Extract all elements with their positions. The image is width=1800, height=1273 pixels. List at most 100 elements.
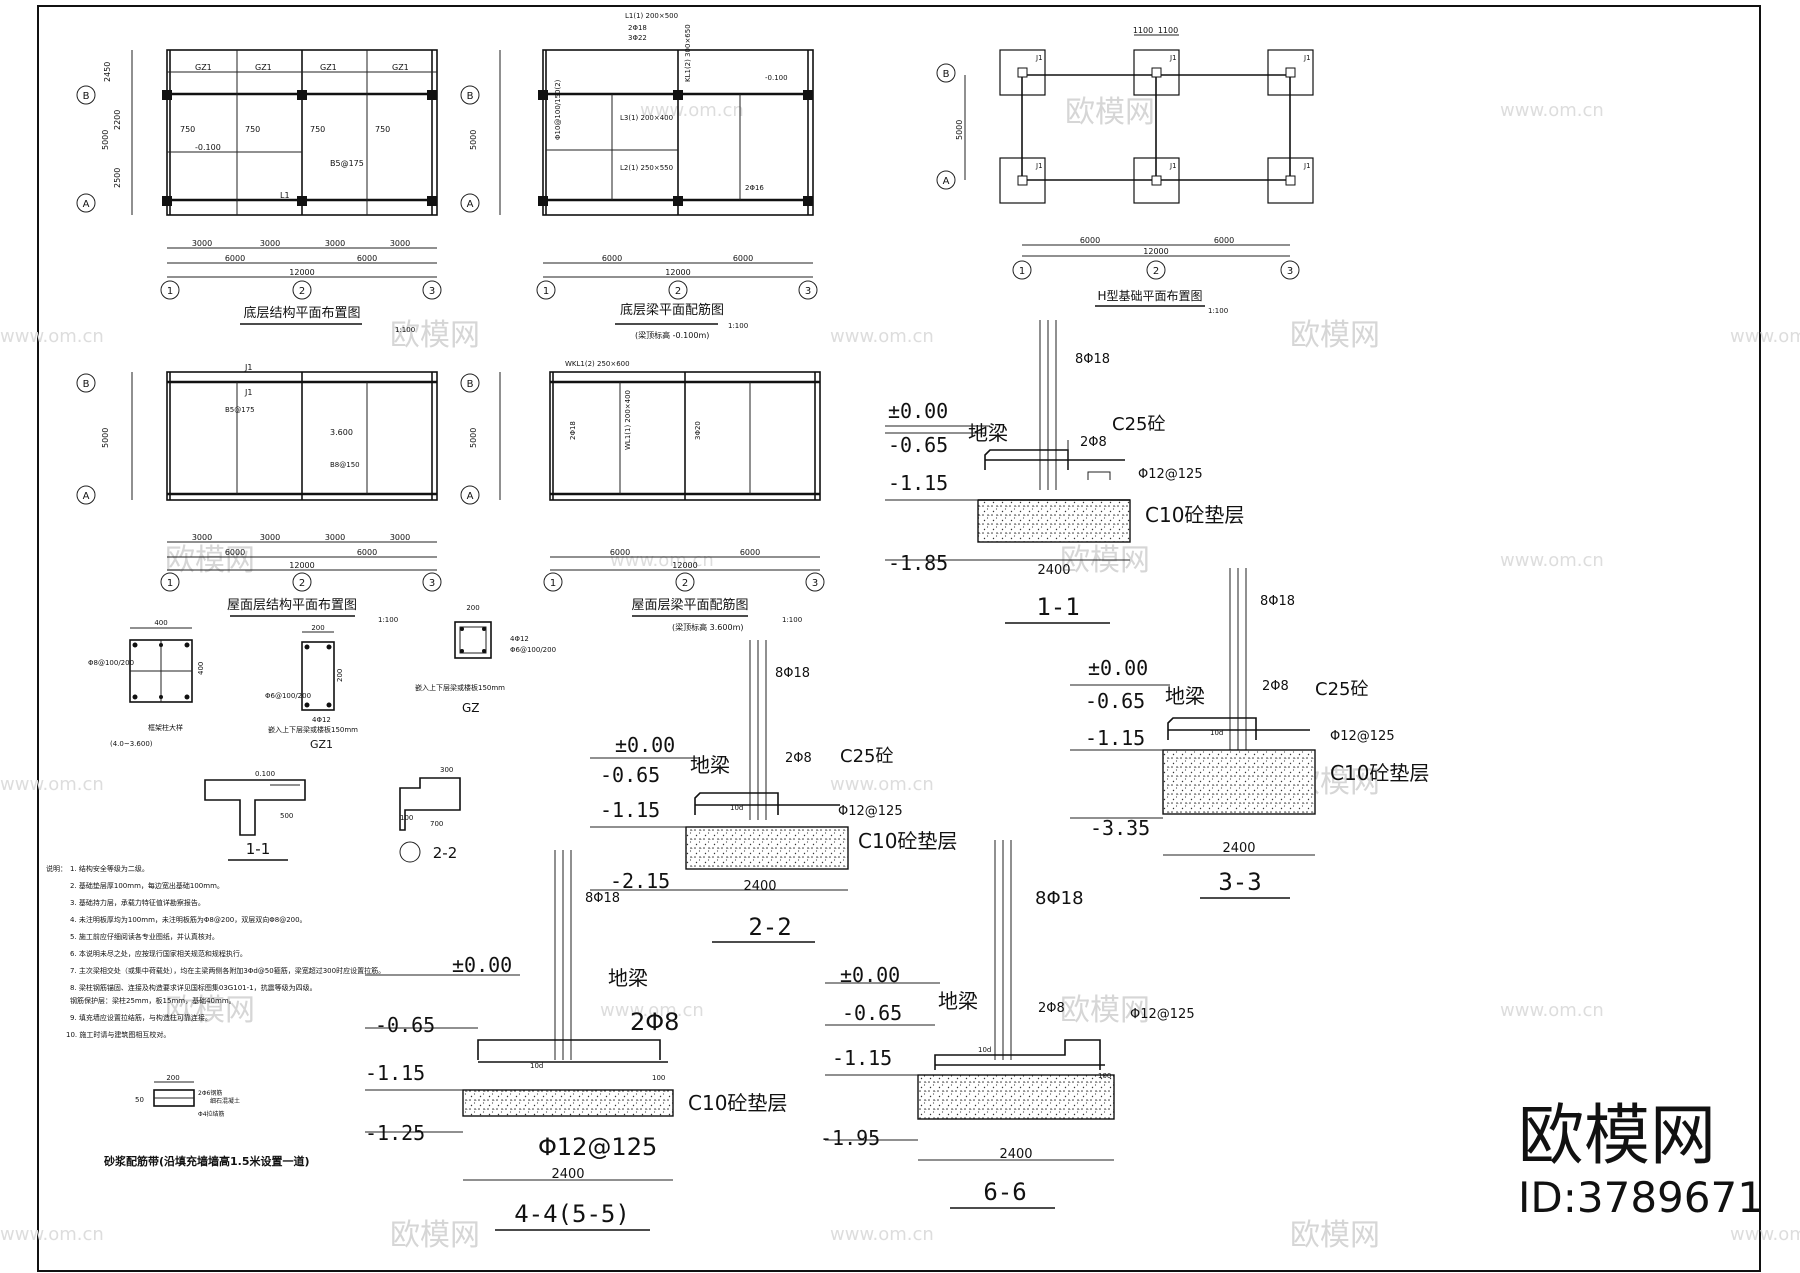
svg-text:6. 本说明未尽之处，应按现行国家相关规范和规程执行。: 6. 本说明未尽之处，应按现行国家相关规范和规程执行。	[70, 949, 247, 958]
svg-text:3000: 3000	[390, 533, 410, 542]
svg-text:J1: J1	[244, 388, 252, 397]
svg-text:3000: 3000	[192, 533, 212, 542]
svg-text:300: 300	[440, 766, 453, 774]
brand-block: 欧模网 ID:3789671	[1518, 1097, 1764, 1222]
svg-text:地梁: 地梁	[690, 753, 730, 777]
svg-text:B8@150: B8@150	[330, 461, 360, 469]
svg-text:C10砼垫层: C10砼垫层	[1145, 503, 1244, 527]
watermark-brand: 欧模网	[1060, 993, 1150, 1028]
svg-text:6000: 6000	[357, 548, 377, 557]
watermark-site: www.om.cn	[1500, 1000, 1604, 1021]
svg-text:-0.100: -0.100	[195, 143, 221, 152]
svg-text:1: 1	[167, 286, 173, 297]
svg-text:Φ10@100/150(2): Φ10@100/150(2)	[554, 79, 562, 140]
watermark-site: www.om.cn	[830, 326, 934, 347]
grid-bubble	[543, 572, 563, 592]
svg-text:GZ: GZ	[462, 701, 480, 715]
grid-bubble	[160, 572, 180, 592]
plan-title: 屋面层结构平面布置图	[227, 598, 357, 613]
svg-text:12000: 12000	[672, 561, 697, 570]
watermark-brand: 欧模网	[1065, 95, 1155, 130]
svg-text:6000: 6000	[357, 254, 377, 263]
svg-text:2: 2	[299, 578, 305, 589]
svg-text:2Φ8: 2Φ8	[1262, 679, 1289, 694]
svg-text:B: B	[83, 91, 90, 102]
svg-text:C10砼垫层: C10砼垫层	[1330, 761, 1429, 785]
svg-text:1-1: 1-1	[246, 840, 271, 858]
svg-text:5000: 5000	[469, 428, 478, 448]
svg-text:2: 2	[299, 286, 305, 297]
svg-text:750: 750	[180, 125, 195, 134]
svg-text:-0.100: -0.100	[765, 74, 788, 82]
svg-text:1: 1	[167, 578, 173, 589]
watermark-site: www.om.cn	[830, 774, 934, 795]
svg-text:2Φ6钢筋: 2Φ6钢筋	[198, 1089, 222, 1097]
svg-text:-0.65: -0.65	[600, 763, 660, 787]
svg-text:2400: 2400	[743, 879, 776, 894]
svg-text:1: 1	[550, 578, 556, 589]
svg-text:地梁: 地梁	[1165, 684, 1205, 708]
svg-text:0.100: 0.100	[255, 770, 275, 778]
svg-text:KL1(2) 300×650: KL1(2) 300×650	[684, 24, 692, 82]
svg-text:10. 施工时请与建筑图相互校对。: 10. 施工时请与建筑图相互校对。	[66, 1030, 170, 1039]
svg-text:Φ12@125: Φ12@125	[1138, 467, 1203, 482]
svg-text:12000: 12000	[1143, 247, 1168, 256]
svg-text:±0.00: ±0.00	[1088, 656, 1148, 680]
svg-text:2Φ16: 2Φ16	[745, 184, 764, 192]
svg-text:3000: 3000	[260, 239, 280, 248]
svg-text:-0.65: -0.65	[888, 433, 948, 457]
svg-text:(梁顶标高 3.600m): (梁顶标高 3.600m)	[672, 622, 743, 632]
svg-text:3: 3	[812, 578, 818, 589]
svg-text:A: A	[83, 491, 90, 502]
svg-text:GZ1: GZ1	[255, 63, 272, 72]
svg-text:6000: 6000	[225, 548, 245, 557]
svg-text:(梁顶标高 -0.100m): (梁顶标高 -0.100m)	[635, 330, 709, 340]
section-2-2: ±0.00 -0.65 -1.15 -2.15 地梁 C25砼 C10砼垫层 8…	[590, 640, 957, 943]
svg-text:1100: 1100	[1158, 26, 1178, 35]
svg-text:6000: 6000	[610, 548, 630, 557]
svg-text:2Φ8: 2Φ8	[1080, 435, 1107, 450]
svg-text:10d: 10d	[978, 1046, 991, 1054]
svg-text:J1: J1	[1303, 54, 1311, 62]
grid-bubble	[1280, 260, 1300, 280]
svg-text:Φ6@100/200: Φ6@100/200	[510, 646, 556, 654]
grid-bubble	[76, 485, 96, 505]
svg-text:嵌入上下层梁或楼板150mm: 嵌入上下层梁或楼板150mm	[268, 725, 358, 734]
grid-bubble	[460, 85, 480, 105]
grid-bubble	[76, 373, 96, 393]
svg-text:J1: J1	[1035, 162, 1043, 170]
svg-text:5000: 5000	[469, 130, 478, 150]
grid-bubble	[936, 63, 956, 83]
svg-text:100: 100	[652, 1074, 665, 1082]
svg-text:2400: 2400	[999, 1147, 1032, 1162]
watermark-site: www.om.cn	[610, 550, 714, 571]
svg-text:2Φ18: 2Φ18	[628, 24, 647, 32]
grid-bubble	[798, 280, 818, 300]
svg-text:2400: 2400	[1037, 563, 1070, 578]
plan-title: 底层结构平面布置图	[243, 305, 360, 321]
svg-text:B5@175: B5@175	[225, 406, 255, 414]
svg-text:8Φ18: 8Φ18	[775, 666, 810, 681]
svg-text:C25砼: C25砼	[1315, 679, 1368, 700]
svg-text:J1: J1	[1169, 162, 1177, 170]
svg-text:10d: 10d	[730, 804, 743, 812]
grid-bubble	[1012, 260, 1032, 280]
watermark-layer: 欧模网 www.om.cn www.om.cn www.om.cn 欧模网 ww…	[0, 95, 1800, 1253]
svg-text:A: A	[943, 176, 950, 187]
svg-text:2200: 2200	[113, 110, 122, 130]
grid-bubble	[936, 170, 956, 190]
notes-heading: 说明：	[46, 864, 67, 873]
svg-text:L2(1) 250×550: L2(1) 250×550	[620, 164, 673, 172]
section-4-4: ±0.00 -0.65 -1.15 -1.25 地梁 C10砼垫层 8Φ18 2…	[365, 850, 787, 1231]
svg-text:1:100: 1:100	[378, 616, 398, 624]
svg-text:GZ1: GZ1	[195, 63, 212, 72]
svg-text:8Φ18: 8Φ18	[1035, 888, 1084, 909]
svg-text:-1.15: -1.15	[888, 471, 948, 495]
grid-bubble	[668, 280, 688, 300]
detail-sec-2-2: 100 300 700 2-2	[399, 766, 461, 863]
svg-text:1:100: 1:100	[728, 322, 748, 330]
svg-text:1:100: 1:100	[395, 326, 415, 334]
svg-text:L1: L1	[280, 191, 290, 200]
svg-text:J1: J1	[1303, 162, 1311, 170]
watermark-site: www.om.cn	[0, 774, 104, 795]
